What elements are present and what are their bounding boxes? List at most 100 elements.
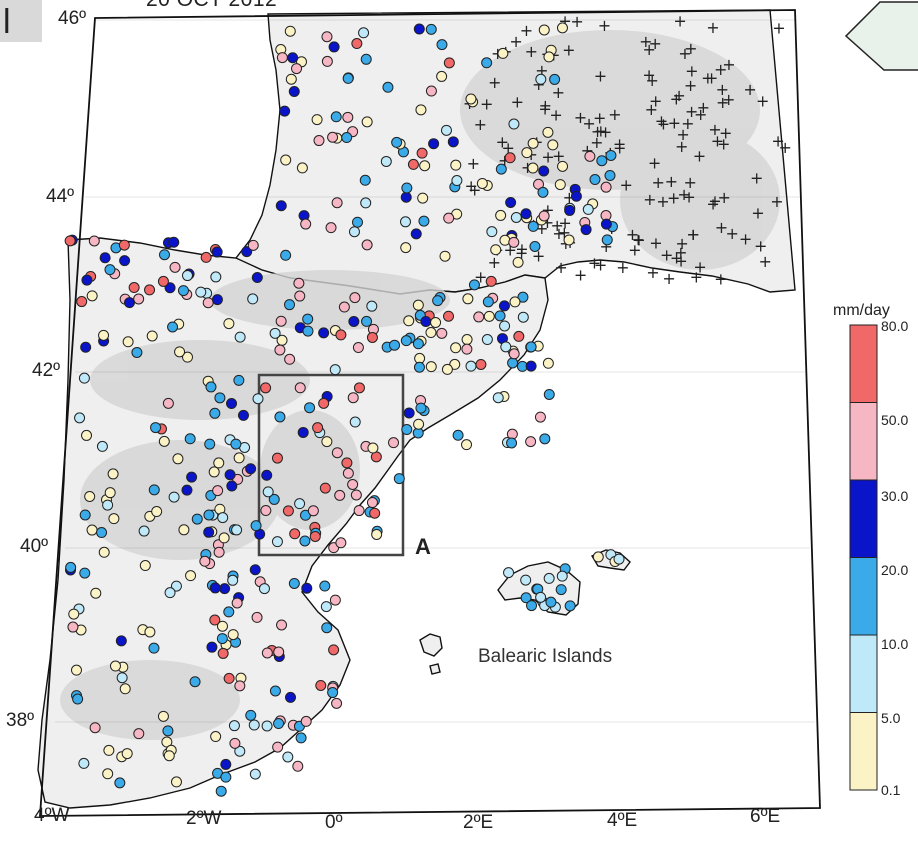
station-marker (366, 331, 378, 343)
station-marker (341, 457, 353, 469)
station-marker (604, 169, 616, 181)
no-data-marker: + (613, 134, 626, 153)
station-marker (508, 348, 520, 360)
station-marker (527, 220, 539, 232)
station-marker (108, 513, 120, 525)
colorbar-tick-20: 20.0 (881, 562, 909, 578)
station-marker (492, 392, 504, 404)
station-marker (262, 486, 274, 498)
station-marker (413, 23, 425, 35)
station-marker (133, 293, 145, 305)
no-data-marker: + (642, 65, 655, 84)
station-marker (462, 293, 474, 305)
station-marker (407, 158, 419, 170)
no-data-marker: + (582, 114, 595, 133)
station-marker (131, 346, 143, 358)
no-data-marker: + (722, 55, 735, 74)
no-data-marker: + (674, 251, 687, 270)
station-marker (260, 382, 272, 394)
station-marker (168, 491, 180, 503)
station-marker (214, 392, 226, 404)
colorbar-bin (849, 557, 878, 636)
station-marker (520, 208, 532, 220)
station-marker (327, 131, 339, 143)
station-marker (361, 315, 373, 327)
no-data-marker: + (739, 229, 752, 248)
station-marker (251, 611, 263, 623)
station-marker (157, 710, 169, 722)
station-marker (315, 679, 327, 691)
station-marker (325, 222, 337, 234)
station-marker (443, 310, 455, 322)
station-marker (181, 351, 193, 363)
station-marker (535, 591, 547, 603)
station-marker (296, 162, 308, 174)
no-data-marker: + (574, 108, 587, 127)
colorbar-bin (849, 712, 878, 791)
no-data-marker: + (642, 40, 655, 59)
station-marker (473, 311, 485, 323)
no-data-marker: + (715, 218, 728, 237)
station-marker (269, 327, 281, 339)
station-marker (282, 505, 294, 517)
station-marker (461, 343, 473, 355)
station-marker (275, 315, 287, 327)
station-marker (382, 81, 394, 93)
station-marker (388, 437, 400, 449)
no-data-marker: + (632, 230, 645, 249)
no-data-marker: + (539, 96, 552, 115)
lon-label-6e: 6ºE (750, 806, 781, 827)
station-marker (223, 606, 235, 618)
station-marker (425, 23, 437, 35)
no-data-marker: + (511, 93, 524, 112)
station-marker (172, 453, 184, 465)
station-marker (447, 136, 459, 148)
no-data-marker: + (593, 108, 606, 127)
station-marker (321, 622, 333, 634)
station-marker (331, 447, 343, 459)
station-marker (226, 398, 238, 410)
station-marker (219, 583, 231, 595)
station-marker (342, 72, 354, 84)
no-data-marker: + (639, 32, 652, 51)
no-data-marker: + (657, 114, 670, 133)
station-marker (89, 722, 101, 734)
station-marker (605, 149, 617, 161)
station-marker (321, 55, 333, 67)
station-marker (203, 509, 215, 521)
station-marker (564, 204, 576, 216)
station-marker (545, 596, 557, 608)
station-marker (209, 407, 221, 419)
no-data-marker: + (474, 115, 487, 134)
station-marker (504, 152, 516, 164)
station-marker (285, 691, 297, 703)
station-marker (186, 471, 198, 483)
station-marker (331, 697, 343, 709)
station-marker (436, 70, 448, 82)
station-marker (564, 600, 576, 612)
station-marker (329, 594, 341, 606)
station-marker (335, 537, 347, 549)
station-marker (311, 114, 323, 126)
station-marker (96, 527, 108, 539)
no-data-marker: + (613, 139, 626, 158)
station-marker (164, 282, 176, 294)
station-marker (163, 750, 175, 762)
no-data-marker: + (779, 138, 792, 157)
no-data-marker: + (714, 60, 727, 79)
panel-date: 20 OCT 2012 (146, 0, 277, 12)
station-marker (584, 150, 596, 162)
station-marker (211, 246, 223, 258)
no-data-marker: + (686, 225, 699, 244)
no-data-marker: + (714, 269, 727, 288)
station-marker (115, 635, 127, 647)
station-marker (312, 422, 324, 434)
station-marker (349, 292, 361, 304)
station-marker (252, 393, 264, 405)
station-marker (116, 672, 128, 684)
station-marker (601, 234, 613, 246)
no-data-marker: + (697, 98, 710, 117)
colorbar-unit: mm/day (833, 302, 890, 319)
station-marker (99, 252, 111, 264)
station-marker (268, 493, 280, 505)
